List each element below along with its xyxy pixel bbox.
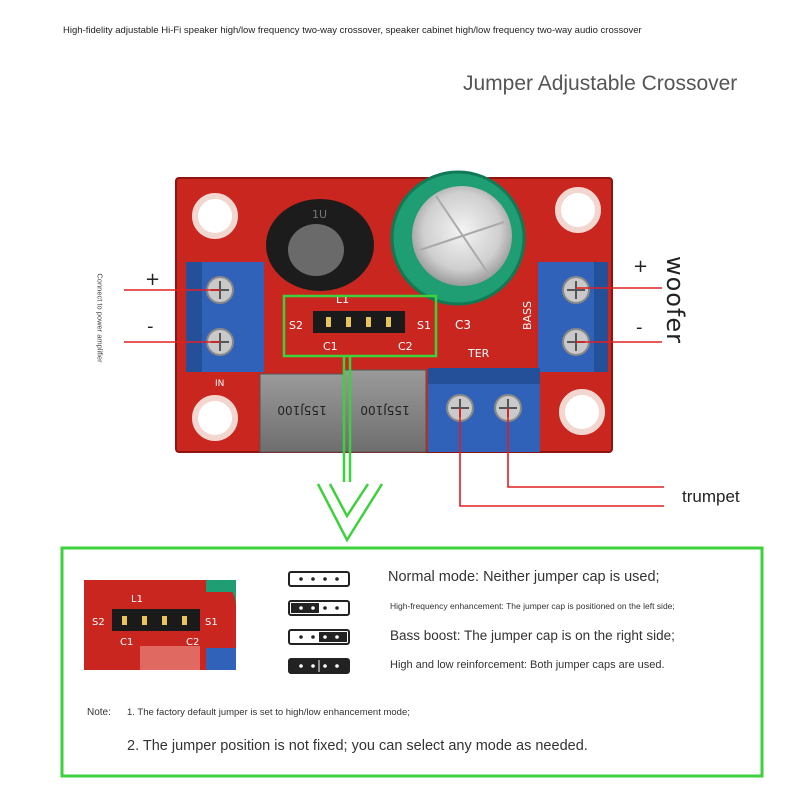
silkscreen-c3: C3: [455, 318, 471, 332]
input-terminal-block: [186, 262, 264, 372]
input-plus-sign: +: [145, 269, 160, 290]
closeup-silkscreen-c1: C1: [120, 637, 133, 648]
silkscreen-c1: C1: [323, 340, 338, 353]
electrolytic-capacitor: [390, 170, 526, 306]
mounting-hole: [192, 193, 238, 239]
mounting-hole: [559, 389, 605, 435]
page-title: Jumper Adjustable Crossover: [463, 72, 738, 95]
closeup-silkscreen-s1: S1: [205, 617, 218, 628]
mode-bass-boost-text: Bass boost: The jumper cap is on the rig…: [390, 628, 675, 643]
input-minus-sign: -: [147, 316, 154, 337]
jumper-diagram-high-frequency: [288, 600, 350, 616]
closeup-silkscreen-c2: C2: [186, 637, 199, 648]
silkscreen-s2: S2: [289, 319, 303, 332]
arrow-down-icon: [316, 356, 384, 543]
mode-high-frequency-text: High-frequency enhancement: The jumper c…: [390, 601, 675, 611]
mounting-hole: [192, 395, 238, 441]
trumpet-label: trumpet: [682, 487, 740, 506]
woofer-plus-sign: +: [633, 256, 648, 277]
jumper-diagram-high-low: [288, 658, 350, 674]
tweeter-terminal-block: [428, 368, 540, 452]
jumper-header: [313, 311, 405, 333]
silkscreen-s1: S1: [417, 319, 431, 332]
film-capacitor: 155J100: [343, 369, 427, 453]
woofer-label: woofer: [661, 255, 689, 345]
closeup-silkscreen-s2: S2: [92, 617, 105, 628]
closeup-silkscreen-l1: L1: [131, 594, 143, 605]
leader-lines: [124, 287, 664, 507]
jumper-highlight-box: [282, 294, 438, 358]
inductor-marking: 1U: [312, 208, 327, 221]
film-capacitor-marking: 155J100: [277, 403, 326, 417]
woofer-minus-sign: -: [636, 317, 643, 338]
silkscreen-bass: BASS: [521, 301, 534, 330]
woofer-terminal-block: [538, 262, 608, 372]
silkscreen-ter: TER: [467, 347, 490, 360]
film-capacitor-marking: 155J100: [360, 403, 409, 417]
jumper-diagram-normal: [288, 571, 350, 587]
mode-info-panel: [60, 546, 764, 778]
note-label: Note:: [87, 707, 111, 718]
mode-high-low-text: High and low reinforcement: Both jumper …: [390, 659, 665, 671]
jumper-closeup-photo: L1 S2 S1 C1 C2: [84, 580, 236, 670]
header-description: High-fidelity adjustable Hi-Fi speaker h…: [63, 25, 642, 36]
note-item: 2. The jumper position is not fixed; you…: [127, 738, 588, 754]
silkscreen-c2: C2: [398, 340, 413, 353]
power-amplifier-label: Connect to power amplifier: [95, 273, 105, 363]
silkscreen-in: IN: [215, 379, 224, 389]
mode-normal-text: Normal mode: Neither jumper cap is used;: [388, 569, 660, 585]
inductor: 1U: [266, 199, 374, 291]
film-capacitor: 155J100: [259, 373, 345, 453]
note-item: 1. The factory default jumper is set to …: [127, 707, 410, 718]
mounting-hole: [555, 187, 601, 233]
jumper-diagram-bass-boost: [288, 629, 350, 645]
